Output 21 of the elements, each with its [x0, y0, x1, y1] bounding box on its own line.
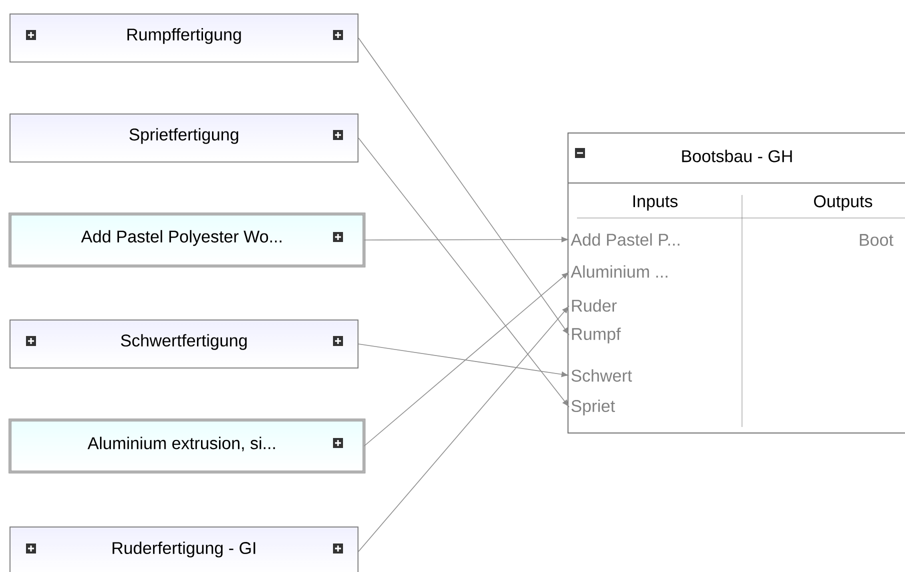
arrow: [364, 272, 569, 446]
input-item: Add Pastel P...: [570, 233, 680, 246]
process-box: Sprietfertigung: [10, 114, 358, 162]
input-item: Ruder: [572, 299, 617, 312]
arrow: [358, 344, 568, 378]
process-box: Rumpffertigung: [10, 14, 358, 62]
arrow: [358, 306, 569, 552]
arrow: [358, 138, 569, 407]
input-item: Rumpf: [572, 328, 621, 344]
input-item: Schwert: [571, 369, 632, 382]
input-item: Aluminium ...: [570, 265, 668, 278]
process-box: Aluminium extrusion, si...: [8, 418, 366, 474]
process-box: Ruderfertigung - GI: [10, 526, 358, 572]
process-box: Schwertfertigung: [10, 320, 358, 368]
column-header: Outputs: [814, 195, 872, 211]
input-item: Spriet: [571, 400, 615, 416]
process-box: Add Pastel Polyester Wo...: [8, 212, 366, 268]
arrow: [358, 38, 569, 335]
output-item: Boot: [860, 234, 894, 246]
arrow: [364, 236, 568, 242]
column-header: Inputs: [633, 195, 678, 211]
